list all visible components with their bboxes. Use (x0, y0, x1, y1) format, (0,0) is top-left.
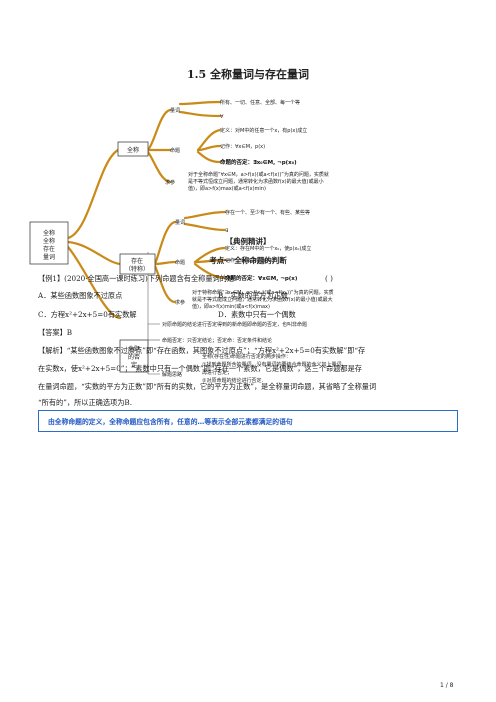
forall-definition: 定义：对M中的任意一个x，有p(x)成立 (220, 127, 307, 134)
analysis-line-2: 在实数x，使x²+2x+5=0”；“素数中只有一个偶数”即“存在一个素数，它是偶… (38, 364, 362, 373)
negation-node (119, 339, 149, 373)
forall-negation: 命题的否定：∃x₀∈M, ¬p(x₀) (219, 158, 297, 166)
exists-label-1: 存在 (131, 257, 143, 265)
negation-method-2: ①找到命题所含的量词，没有量词的要结合命题的含义加上量词， (202, 361, 347, 368)
negation-definition: 对原命题的结论进行否定得到的新命题即命题的否定，也叫非命题 (162, 321, 307, 328)
option-b: B．实数的平方为正数 (218, 291, 288, 300)
exists-quantifier: 量词 (175, 219, 185, 226)
option-d: D．素数中只有一个偶数 (218, 310, 296, 319)
branch-exists (66, 240, 122, 266)
page-title: 1.5 全称量词与存在量词 (187, 68, 309, 81)
sub-forall-quant (146, 108, 172, 152)
sub-forall-param (146, 150, 172, 184)
negation-method-1: 全称(存在性)命题进行否定的两步操作： (202, 353, 291, 360)
negation-forms: 命题否定：只否定结论；否定命：否定条件和结论 (162, 337, 272, 344)
exists-definition: 定义：存在M中的一个x₀，使p(x₀)成立 (225, 245, 311, 252)
answer: 【答案】B (38, 328, 73, 337)
branch-forall (66, 148, 120, 240)
example-paren: ( ) (325, 274, 333, 283)
exists-proposition: 命题 (175, 259, 185, 266)
exists-negation: 命题的否定：∀x∈M, ¬p(x) (224, 274, 298, 282)
analysis-line-4: “所有的”，所以正确选项为B. (38, 398, 132, 407)
root-node (29, 221, 69, 265)
exists-param-text-3: 值)，即a>f(x)min(或a<f(x)max) (192, 303, 270, 310)
forall-param: 求参 (165, 179, 175, 186)
mind-map: 全称 全称 存在 量词 全称 量词 所有、一切、任意、全部、每一个等 ∀ 命题 … (29, 99, 334, 324)
exists-quantifier-words: 存在一个、至少有一个、有些、某些等 (225, 209, 310, 216)
negation-label-1: 命题 (128, 345, 140, 353)
exists-node (119, 253, 156, 275)
topic-heading: 考点一 全称命题的判断 (209, 256, 287, 265)
negation-method-4: ②对原命题的结论进行否定. (202, 377, 263, 384)
root-label-4: 量词 (43, 253, 55, 261)
forall-param-text-3: 值)，即a>f(x)max(或a<f(x)min) (188, 185, 266, 192)
root-label-1: 全称 (43, 229, 55, 237)
page-number: 1 / 8 (440, 682, 454, 689)
exists-param-text-2: 就是不等式能成立问题，通常转化为求函数f(x)的最小值(或最大 (192, 296, 333, 303)
forall-param-text-1: 对于全称命题“∀x∈M，a>f(x)(或a<f(x))”为真的问题，实质就 (188, 171, 329, 178)
exists-label-2: （特称） (125, 265, 149, 273)
forall-proposition: 命题 (170, 147, 180, 154)
tip-text: 由全称命题的定义，全称命题应包含所有，任意的…等表示全部元素都满足的语句 (48, 418, 293, 426)
exists-notation: 记作：∃x₀∈M，p(x₀) (225, 257, 274, 264)
forall-notation: 记作：∀x∈M，p(x) (220, 143, 265, 150)
root-label-3: 存在 (43, 245, 55, 253)
negation-label-2: 的否 (128, 353, 140, 361)
tip-box (38, 410, 458, 432)
branch-negation (66, 245, 122, 320)
option-c: C．方程x²+2x+5=0有实数解 (38, 310, 137, 319)
forall-quantifier: 量词 (170, 107, 180, 114)
forall-node (117, 141, 149, 157)
example-stem: 【例1】(2020·全国高一课时练习)下列命题含有全称量词的是 (38, 274, 235, 283)
section-heading: 【典例精讲】 (225, 237, 271, 246)
option-a: A．某些函数图象不过原点 (38, 291, 123, 300)
negation-label-3: 定 (131, 361, 137, 369)
exists-symbol: ∃ (225, 228, 228, 234)
negation-method-3: 再进行否定； (202, 369, 232, 376)
negation-section: 命题 的否 定 对原命题的结论进行否定得到的新命题即命题的否定，也叫非命题 命题… (119, 321, 347, 384)
forall-param-text-2: 是不等式恒成立问题，通常转化为求函数f(x)的最大值(或最小 (188, 178, 324, 185)
forall-label: 全称 (127, 146, 139, 154)
forall-quantifier-words: 所有、一切、任意、全部、每一个等 (220, 99, 300, 106)
forall-symbol: ∀ (220, 114, 224, 120)
exists-param: 求参 (175, 299, 185, 306)
analysis-line-1: 【解析】“某些函数图象不过原点”即“存在函数，其图象不过原点”；“方程x²+2x… (38, 346, 366, 355)
root-label-2: 全称 (43, 237, 55, 245)
exists-param-text-1: 对于特称命题“∃x₀∈M，a>f(x₀)(或a<f(x₀))”为真的问题，实质 (192, 289, 334, 296)
negation-method-label: 解题思路 (162, 371, 182, 378)
analysis-line-3: 在量词命题，“实数的平方为正数”即“所有的实数，它的平方为正数”，是全称量词命题… (38, 382, 377, 391)
